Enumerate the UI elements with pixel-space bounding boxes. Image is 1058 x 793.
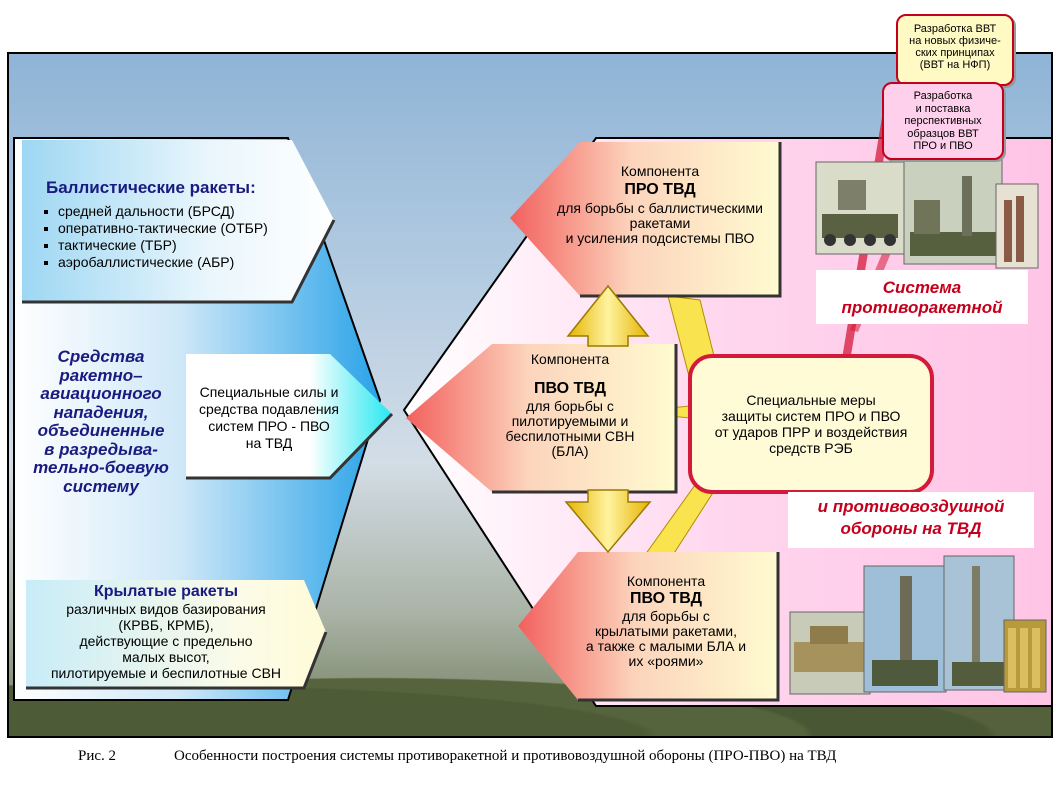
ballistic-item: тактические (ТБР): [44, 237, 268, 254]
radar-mast-photo: [943, 555, 1015, 691]
pvo-component-title: ПВО ТВД: [533, 380, 607, 397]
special-forces-arrow: [186, 354, 392, 478]
radar-tower-photo: [863, 565, 947, 693]
ballistic-list: средней дальности (БРСД) оперативно-такт…: [44, 203, 268, 271]
cruise-component-title: ПВО ТВД: [629, 590, 703, 607]
figure-number: Рис. 2: [78, 748, 117, 764]
tank-photo: [789, 611, 871, 695]
system-title-top: Система противоракетной: [841, 278, 1003, 317]
cruise-component-arrow: [518, 552, 778, 700]
pro-component-text: Компонента ПРО ТВД для борьбы с баллисти…: [538, 164, 782, 246]
double-arrow-bottom: [564, 489, 652, 554]
callout-development: Разработка и поставка перспективных обра…: [882, 82, 1004, 160]
air-defense-vehicle-photo: [995, 183, 1039, 269]
cruise-box: [26, 580, 326, 688]
callout-new-principles: Разработка ВВТ на новых физиче- ских при…: [896, 14, 1014, 86]
pvo-component-text: Компонента ПВО ТВД для борьбы с пилотиру…: [470, 352, 670, 459]
cruise-title: Крылатые ракеты: [94, 583, 238, 600]
ballistic-item: аэробаллистические (АБР): [44, 254, 268, 271]
ballistic-item: оперативно-тактические (ОТБР): [44, 220, 268, 237]
special-measures-text: Специальные меры защиты систем ПРО и ПВО…: [714, 392, 908, 456]
missile-canisters-photo: [1003, 619, 1047, 693]
attack-means-text: Средства ракетно– авиационного нападения…: [33, 347, 169, 496]
pvo-component-arrow: [406, 344, 676, 492]
pro-component-arrow: [510, 142, 780, 296]
ballistic-item: средней дальности (БРСД): [44, 203, 268, 220]
double-arrow-top: [566, 284, 650, 347]
special-forces-text: Специальные силы и средства подавления с…: [198, 384, 340, 451]
cruise-component-text: Компонента ПВО ТВД для борьбы с крылатым…: [554, 574, 778, 669]
system-title-bottom: и противовоздушной обороны на ТВД: [817, 497, 1005, 538]
cruise-missiles-text: Крылатые ракеты различных видов базирова…: [28, 582, 304, 681]
figure-caption: Особенности построения системы противора…: [174, 748, 837, 764]
ballistic-title: Баллистические ракеты:: [46, 178, 256, 197]
pro-component-title: ПРО ТВД: [624, 181, 696, 198]
launcher-photo: [903, 155, 1003, 265]
radar-vehicle-photo: [815, 161, 909, 255]
